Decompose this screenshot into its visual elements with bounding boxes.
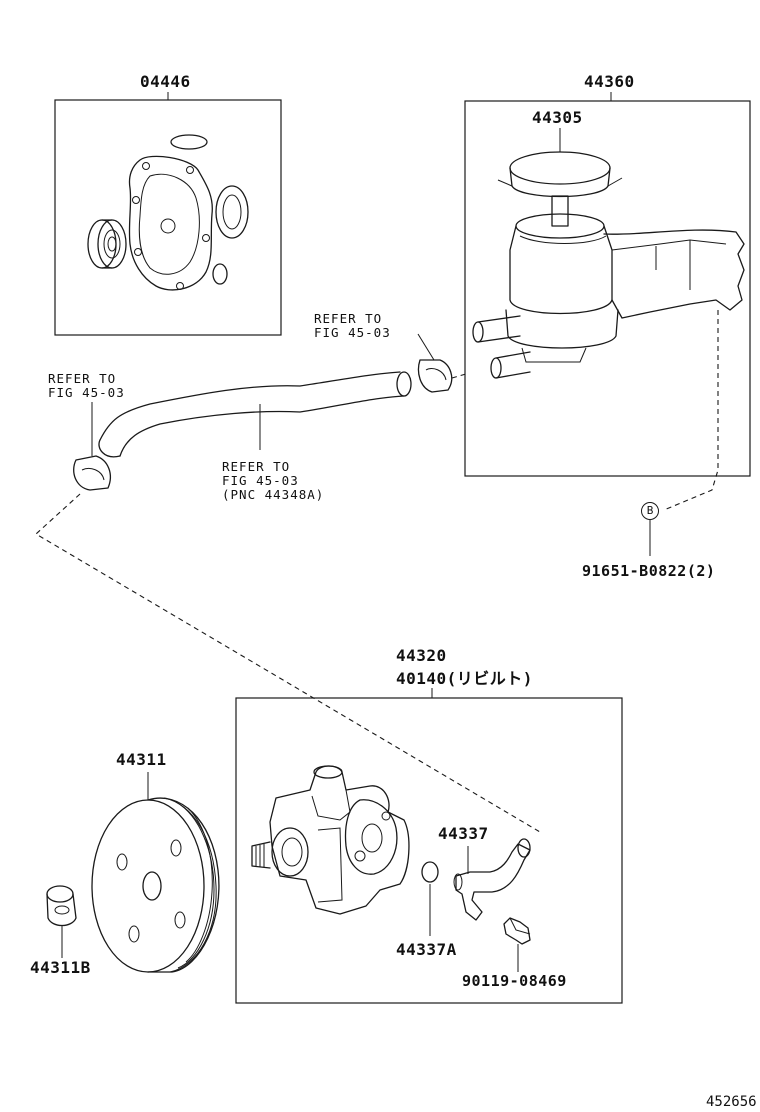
o-ring-large [215,185,249,239]
return-hose-group [35,333,541,833]
callout-b: B [641,502,659,520]
refer-left-line1: REFER TO [48,371,117,386]
union-bolt [503,917,531,945]
refer-left-line2: FIG 45-03 [48,385,125,400]
label-44337: 44337 [438,824,489,843]
label-44311: 44311 [116,750,167,769]
reservoir-bracket [603,229,745,319]
power-steering-pump [251,765,410,915]
reservoir-box [464,100,751,477]
o-ring-small [170,134,208,150]
oil-seal [87,219,127,269]
pump-pulley [91,797,220,973]
pump-gasket [128,155,213,291]
pressure-dash-line [35,493,541,833]
reservoir-pipes [472,315,531,379]
refer-right-line2: FIG 45-03 [314,325,391,340]
pressure-union [453,838,531,921]
return-hose [99,371,405,457]
pulley-nut [46,885,77,927]
reservoir-cap [497,151,623,227]
figure-id: 452656 [706,1094,757,1110]
label-44320: 44320 [396,646,447,665]
hose-clamp-left [73,402,111,491]
pump-box [235,697,623,1004]
hose-clamp-right [417,333,453,393]
reservoir-tank [505,213,619,363]
label-90119: 90119-08469 [462,972,567,990]
label-44305: 44305 [532,108,583,127]
label-91651: 91651-B0822(2) [582,562,716,580]
refer-hose-line3: (PNC 44348A) [222,487,325,502]
refer-right-line1: REFER TO [314,311,383,326]
label-40140: 40140(リビルト) [396,669,533,688]
label-44311b: 44311B [30,958,91,977]
pump-group [235,688,623,1004]
reservoir-group [464,92,751,511]
refer-hose-line2: FIG 45-03 [222,473,299,488]
label-44337a: 44337A [396,940,457,959]
gasket-kit-group [54,92,282,336]
pump-o-ring [421,861,439,883]
mount-dash-line [663,310,719,511]
refer-note-left: REFER TO FIG 45-03 [48,372,125,400]
refer-note-right: REFER TO FIG 45-03 [314,312,391,340]
refer-hose-line1: REFER TO [222,459,291,474]
label-44360: 44360 [584,72,635,91]
o-ring-bottom [212,263,228,285]
label-04446: 04446 [140,72,191,91]
refer-note-hose: REFER TO FIG 45-03 (PNC 44348A) [222,460,324,502]
clamp-dash-right [451,373,467,379]
